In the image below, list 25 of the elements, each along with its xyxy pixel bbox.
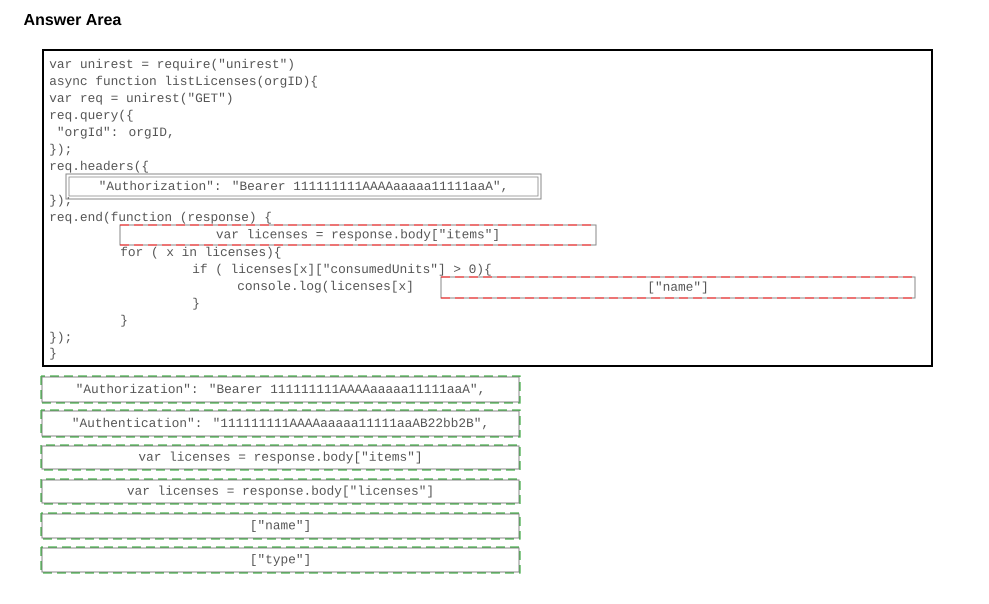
answer-choice: var licenses = response.body["items"] <box>40 444 521 471</box>
code-line: "orgId": orgID, <box>58 126 172 139</box>
code-line: req.end(function (response) { <box>50 212 271 224</box>
code-line: } <box>193 298 198 310</box>
answer-slot: "Authorization": "Bearer 111111111AAAAaaaaa11111aaA", <box>66 174 542 200</box>
code-line: var unirest = require("unirest") <box>50 58 293 71</box>
code-line: }); <box>50 332 70 344</box>
answer-slot: var licenses = response.body["items"] <box>119 224 597 246</box>
code-line: console.log(licenses[x] <box>238 280 412 293</box>
answer-choice: ["type"] <box>40 546 521 574</box>
answer-choice: ["name"] <box>40 512 521 540</box>
code-line: req.query({ <box>50 110 133 122</box>
code-line: var req = unirest("GET") <box>50 92 232 105</box>
code-line: req.headers({ <box>50 160 148 173</box>
answer-choice: "Authentication": "111111111AAAAaaaaa11111aaAB22bb2B", <box>40 409 521 438</box>
answer-choice: "Authorization": "Bearer 111111111AAAAaaaaa11111aaA", <box>40 375 521 404</box>
code-line: if ( licenses[x]["consumedUnits"] > 0){ <box>193 264 491 276</box>
code-line: for ( x in licenses){ <box>121 246 280 259</box>
title: Answer Area <box>24 14 122 26</box>
code-line: } <box>50 348 56 360</box>
code-line: }); <box>50 144 70 156</box>
code-line: } <box>121 314 126 327</box>
answer-choice: var licenses = response.body["licenses"] <box>40 478 521 505</box>
answer-slot: ["name"] <box>440 276 916 299</box>
code-line: async function listLicenses(orgID){ <box>50 76 317 88</box>
